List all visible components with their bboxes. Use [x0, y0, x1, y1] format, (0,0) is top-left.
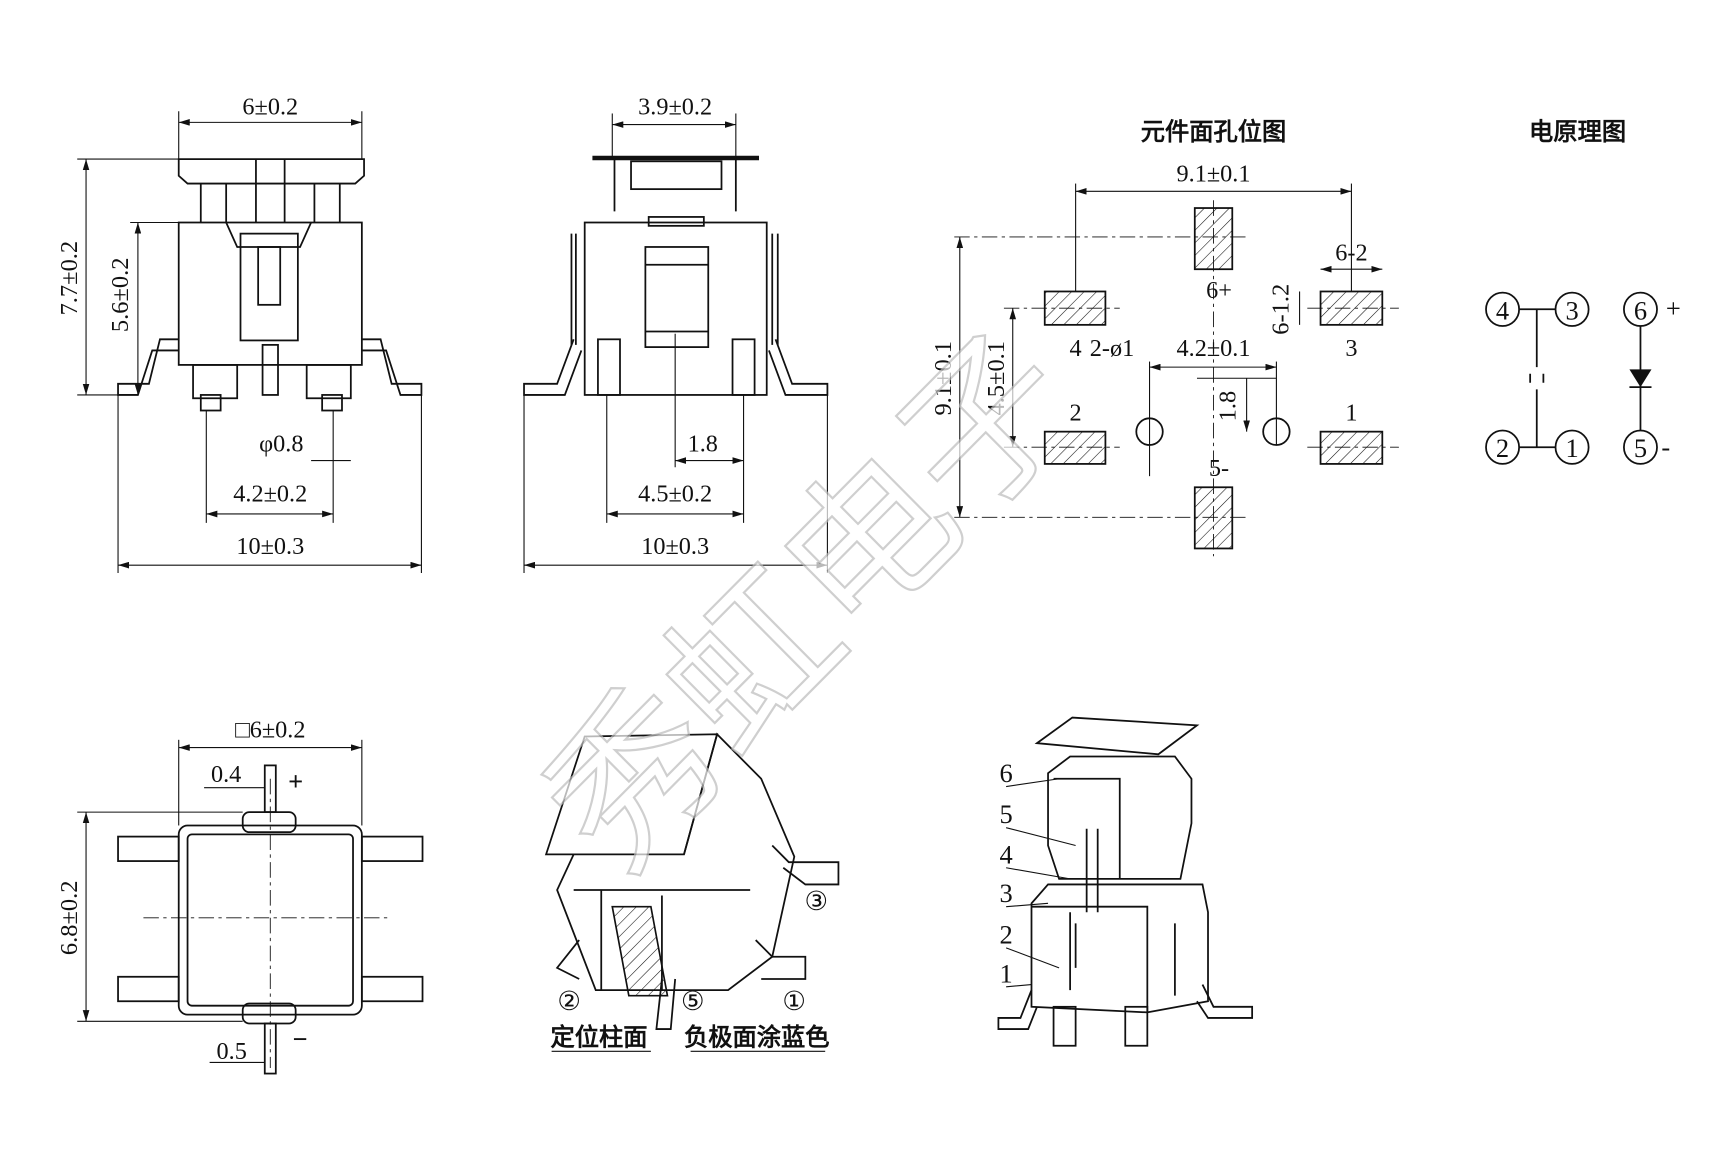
callout-1: ①	[782, 986, 806, 1016]
pad-pitch-dim: 4.5±0.1	[983, 341, 1010, 416]
pad-label-4: 4	[1070, 335, 1082, 362]
pin-2: 2	[1496, 433, 1509, 463]
pad-label-6: 6+	[1206, 277, 1232, 304]
pin-dia-dim: φ0.8	[259, 431, 303, 458]
cap-width-dim: 3.9±0.2	[638, 93, 712, 120]
bottom-view: □6±0.2 6.8±0.2 0.4 0.5 + −	[56, 716, 424, 1075]
pin-pitch-dim: 4.5±0.2	[638, 481, 712, 508]
part-3: 3	[1000, 878, 1013, 908]
hole-label: 2-ø1	[1090, 335, 1134, 362]
minus-sign: -	[1661, 432, 1670, 462]
plus-sign: +	[1666, 293, 1681, 323]
body-height-dim: 5.6±0.2	[107, 258, 134, 333]
pad-label-2: 2	[1070, 399, 1082, 426]
size-dim: □6±0.2	[235, 716, 305, 743]
height-dim: 7.7±0.2	[56, 241, 83, 316]
lead-plus-dim: 0.4	[211, 761, 241, 788]
minus-sign: −	[293, 1024, 308, 1054]
note-cathode-blue: 负极面涂蓝色	[684, 1023, 830, 1052]
width-dim: 9.1±0.1	[1177, 160, 1251, 187]
callout-3: ③	[805, 886, 829, 916]
front-view: 6±0.2 7.7±0.2 5.6±0.2 φ0.8 4.2±0.2 10±0.…	[56, 93, 423, 573]
pin-5: 5	[1634, 433, 1647, 463]
footprint-view: 元件面孔位图 9.1±0.1 9.1±0.1 4.5±0.1 4.2±0.1 2…	[930, 117, 1399, 557]
pad-label-5: 5-	[1209, 455, 1229, 482]
callout-5: ⑤	[681, 986, 705, 1016]
callout-2: ②	[557, 986, 581, 1016]
overall-dim: 10±0.3	[641, 533, 709, 560]
height-dim: 9.1±0.1	[930, 341, 957, 416]
iso-view: ② ⑤ ① ③ 定位柱面 负极面涂蓝色	[544, 732, 840, 1052]
part-2: 2	[1000, 919, 1013, 949]
part-1: 1	[1000, 958, 1013, 988]
schematic-title: 电原理图	[1529, 117, 1626, 146]
offset-dim: 1.8	[688, 431, 718, 458]
pin-6: 6	[1634, 295, 1647, 325]
schematic: 电原理图 4 3 2 1 6 5 + -	[1485, 117, 1681, 465]
part-6: 6	[1000, 758, 1013, 788]
note-locating-face: 定位柱面	[551, 1023, 648, 1052]
hole-offset-dim: 1.8	[1215, 391, 1242, 422]
watermark: 秀虹电子	[510, 298, 1114, 907]
pad-width-dim: 6-2	[1335, 239, 1367, 266]
side-view: 3.9±0.2 1.8 4.5±0.2 10±0.3	[523, 93, 829, 573]
pin-pitch-dim: 4.2±0.2	[233, 481, 307, 508]
plus-sign: +	[288, 766, 303, 796]
hole-pitch-dim: 4.2±0.1	[1177, 335, 1251, 362]
lead-minus-dim: 0.5	[217, 1038, 247, 1065]
pad-height-dim: 6-1.2	[1268, 284, 1295, 335]
part-5: 5	[1000, 799, 1013, 829]
pad-label-1: 1	[1345, 399, 1357, 426]
pin-3: 3	[1565, 295, 1578, 325]
pad-label-3: 3	[1345, 335, 1357, 362]
exploded-view: 6 5 4 3 2 1	[997, 716, 1254, 1047]
overall-dim: 10±0.3	[236, 533, 304, 560]
part-4: 4	[1000, 839, 1013, 869]
pin-1: 1	[1565, 433, 1578, 463]
footprint-title: 元件面孔位图	[1141, 117, 1287, 146]
width-dim: 6±0.2	[242, 93, 298, 120]
height-dim: 6.8±0.2	[56, 881, 83, 956]
pin-4: 4	[1496, 295, 1509, 325]
